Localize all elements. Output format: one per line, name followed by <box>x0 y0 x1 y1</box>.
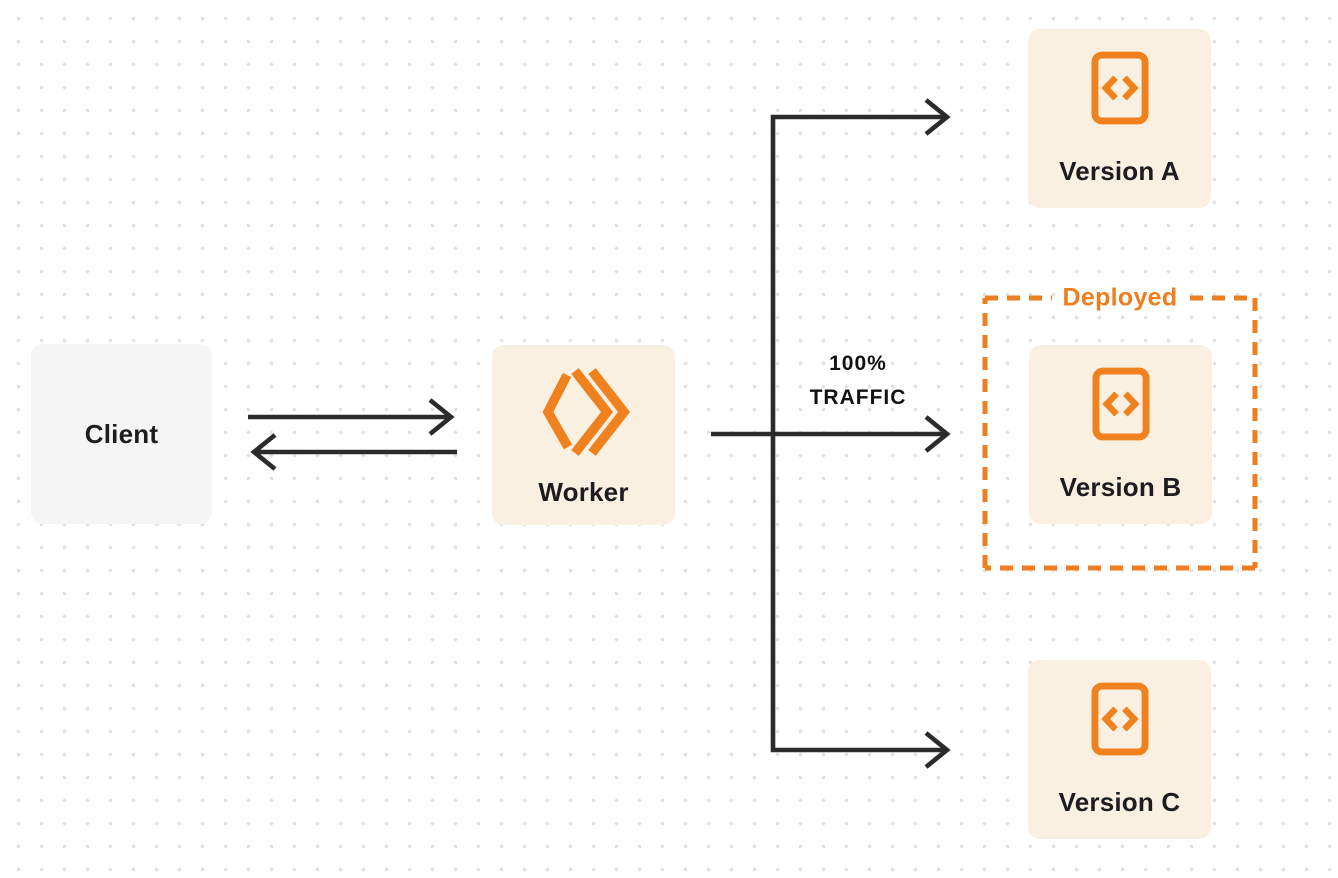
arrow-worker-to-client <box>250 433 457 471</box>
arrowhead-version-a <box>924 98 951 136</box>
node-version-a: Version A <box>1028 29 1211 208</box>
code-file-icon <box>1090 51 1149 130</box>
code-file-icon <box>1090 682 1149 761</box>
deployed-badge: Deployed <box>1062 283 1178 312</box>
node-version-c: Version C <box>1028 660 1211 839</box>
code-file-icon <box>1091 367 1150 446</box>
traffic-annotation: 100% TRAFFIC <box>810 347 907 415</box>
deployed-boundary <box>982 295 1258 571</box>
arrowhead-version-c <box>924 731 951 769</box>
version-c-label: Version C <box>1058 786 1181 817</box>
arrow-client-to-worker <box>248 398 455 436</box>
worker-label: Worker <box>538 477 629 507</box>
branch-trunk <box>770 98 951 769</box>
arrow-worker-to-version-b <box>711 415 951 453</box>
traffic-word-text: TRAFFIC <box>809 386 907 409</box>
client-label: Client <box>84 418 159 449</box>
cloudflare-workers-logo-icon <box>534 362 634 461</box>
node-client: Client <box>31 344 212 524</box>
version-a-label: Version A <box>1059 155 1180 186</box>
version-b-label: Version B <box>1059 471 1182 502</box>
traffic-percent-text: 100% <box>829 352 887 375</box>
node-version-b: Version B <box>1029 345 1212 524</box>
node-worker: Worker <box>492 345 675 525</box>
